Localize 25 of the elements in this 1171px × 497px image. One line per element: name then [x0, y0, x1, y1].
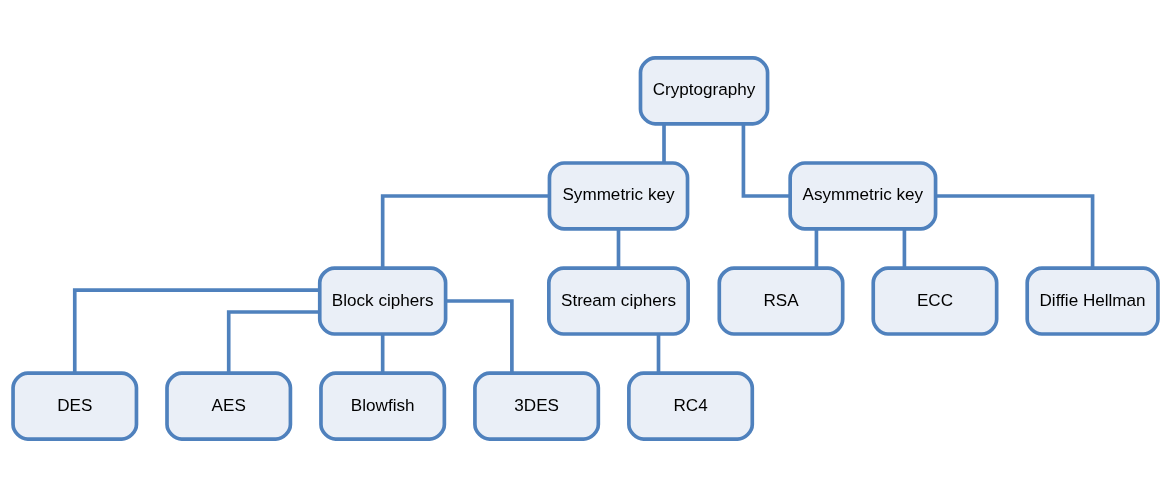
node-box: Stream ciphers [547, 266, 690, 336]
node-box: ECC [871, 266, 999, 336]
node-box: Block ciphers [317, 266, 448, 336]
connector [935, 194, 1095, 268]
connector [72, 288, 320, 373]
connector [616, 229, 621, 268]
node-box: Symmetric key [547, 161, 690, 231]
connector [226, 310, 320, 373]
node-box: 3DES [473, 371, 601, 441]
node-box: AES [165, 371, 293, 441]
node-box: Cryptography [638, 56, 770, 126]
connector [380, 194, 550, 268]
connector [902, 229, 907, 268]
node-box: RSA [717, 266, 845, 336]
connector [662, 124, 666, 163]
connector [380, 334, 385, 374]
connector [656, 334, 661, 374]
connector [445, 299, 514, 373]
node-box: Diffie Hellman [1025, 266, 1160, 336]
node-box: Asymmetric key [788, 161, 938, 231]
node-box: Blowfish [319, 371, 447, 441]
connector [741, 124, 790, 198]
connector [814, 229, 819, 268]
node-box: DES [11, 371, 139, 441]
node-box: RC4 [627, 371, 755, 441]
